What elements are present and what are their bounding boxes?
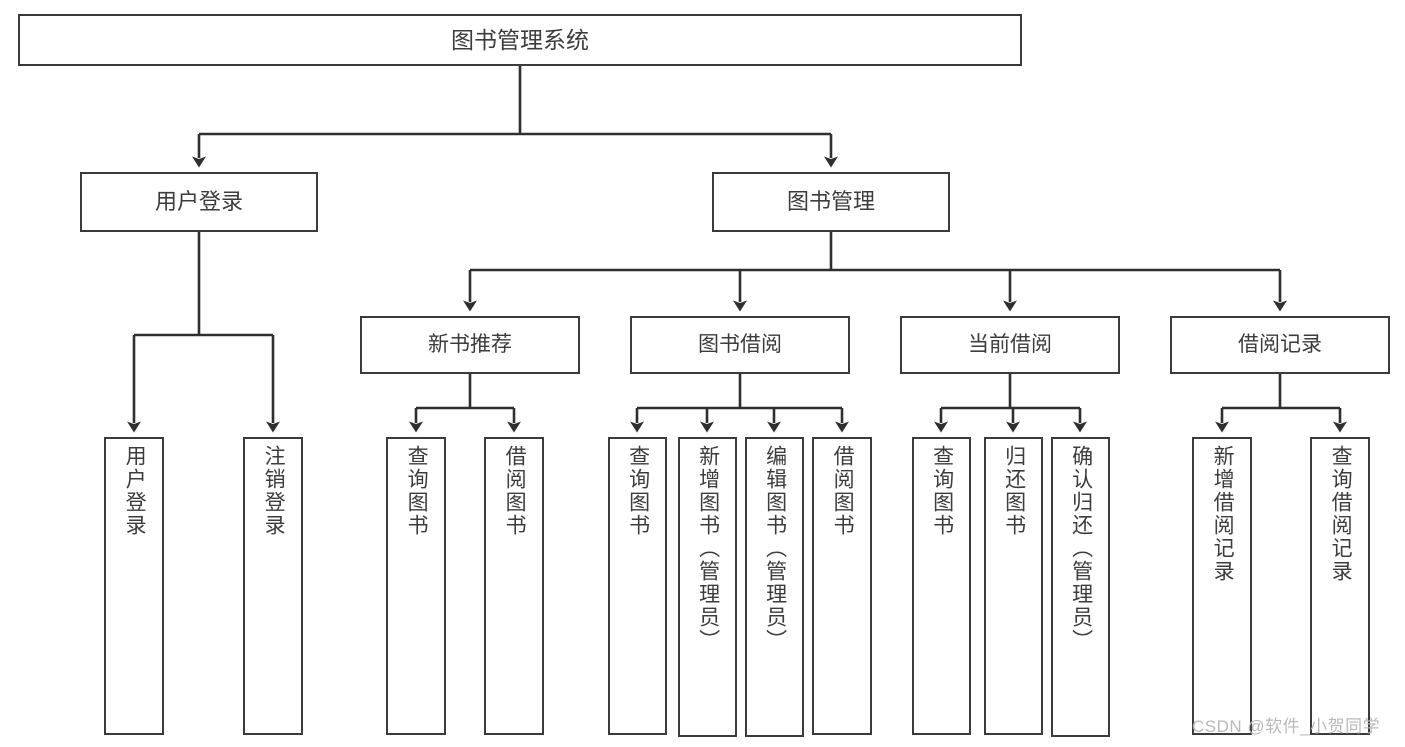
leaf-confirm-return-admin[interactable]: 确认归还（管理员）: [1051, 437, 1110, 737]
node-root[interactable]: 图书管理系统: [18, 14, 1022, 66]
node-book-borrow[interactable]: 图书借阅: [630, 316, 850, 374]
leaf-user-login[interactable]: 用户登录: [104, 437, 164, 735]
leaf-query-book-current-label: 查询图书: [930, 445, 954, 537]
leaf-borrow-book-new-recommend[interactable]: 借阅图书: [484, 437, 544, 735]
node-user-login-label: 用户登录: [154, 189, 243, 215]
leaf-borrow-book-borrow[interactable]: 借阅图书: [812, 437, 872, 735]
leaf-logout-login-label: 注销登录: [262, 445, 286, 537]
leaf-user-login-label: 用户登录: [123, 445, 147, 537]
node-new-book-recommend[interactable]: 新书推荐: [360, 316, 580, 374]
leaf-query-book-borrow-label: 查询图书: [626, 445, 650, 537]
csdn-watermark: CSDN @软件_小贺同学: [1192, 717, 1381, 736]
node-book-borrow-label: 图书借阅: [698, 332, 782, 356]
node-borrow-record[interactable]: 借阅记录: [1170, 316, 1390, 374]
leaf-add-book-admin[interactable]: 新增图书（管理员）: [678, 437, 737, 737]
leaf-return-book-label: 归还图书: [1002, 445, 1026, 537]
node-book-manage-label: 图书管理: [786, 189, 875, 215]
leaf-query-book-borrow[interactable]: 查询图书: [608, 437, 667, 735]
node-borrow-record-label: 借阅记录: [1238, 332, 1322, 356]
leaf-add-book-admin-label: 新增图书（管理员）: [696, 445, 720, 652]
leaf-confirm-return-admin-label: 确认归还（管理员）: [1069, 445, 1093, 652]
node-new-book-recommend-label: 新书推荐: [428, 332, 512, 356]
leaf-logout-login[interactable]: 注销登录: [243, 437, 303, 735]
leaf-edit-book-admin-label: 编辑图书（管理员）: [763, 445, 787, 652]
leaf-borrow-book-new-recommend-label: 借阅图书: [503, 445, 527, 537]
leaf-query-borrow-record[interactable]: 查询借阅记录: [1310, 437, 1370, 735]
node-current-borrow-label: 当前借阅: [968, 332, 1052, 356]
leaf-query-borrow-record-label: 查询借阅记录: [1329, 445, 1353, 583]
leaf-borrow-book-borrow-label: 借阅图书: [831, 445, 855, 537]
node-user-login[interactable]: 用户登录: [80, 172, 318, 232]
leaf-add-borrow-record-label: 新增借阅记录: [1211, 445, 1235, 583]
node-root-label: 图书管理系统: [451, 26, 589, 53]
leaf-add-borrow-record[interactable]: 新增借阅记录: [1192, 437, 1252, 735]
leaf-query-book-current[interactable]: 查询图书: [912, 437, 971, 735]
leaf-return-book[interactable]: 归还图书: [984, 437, 1043, 735]
node-book-manage[interactable]: 图书管理: [712, 172, 950, 232]
node-current-borrow[interactable]: 当前借阅: [900, 316, 1120, 374]
leaf-query-book-new-recommend-label: 查询图书: [405, 445, 429, 537]
leaf-query-book-new-recommend[interactable]: 查询图书: [386, 437, 446, 735]
leaf-edit-book-admin[interactable]: 编辑图书（管理员）: [745, 437, 804, 737]
